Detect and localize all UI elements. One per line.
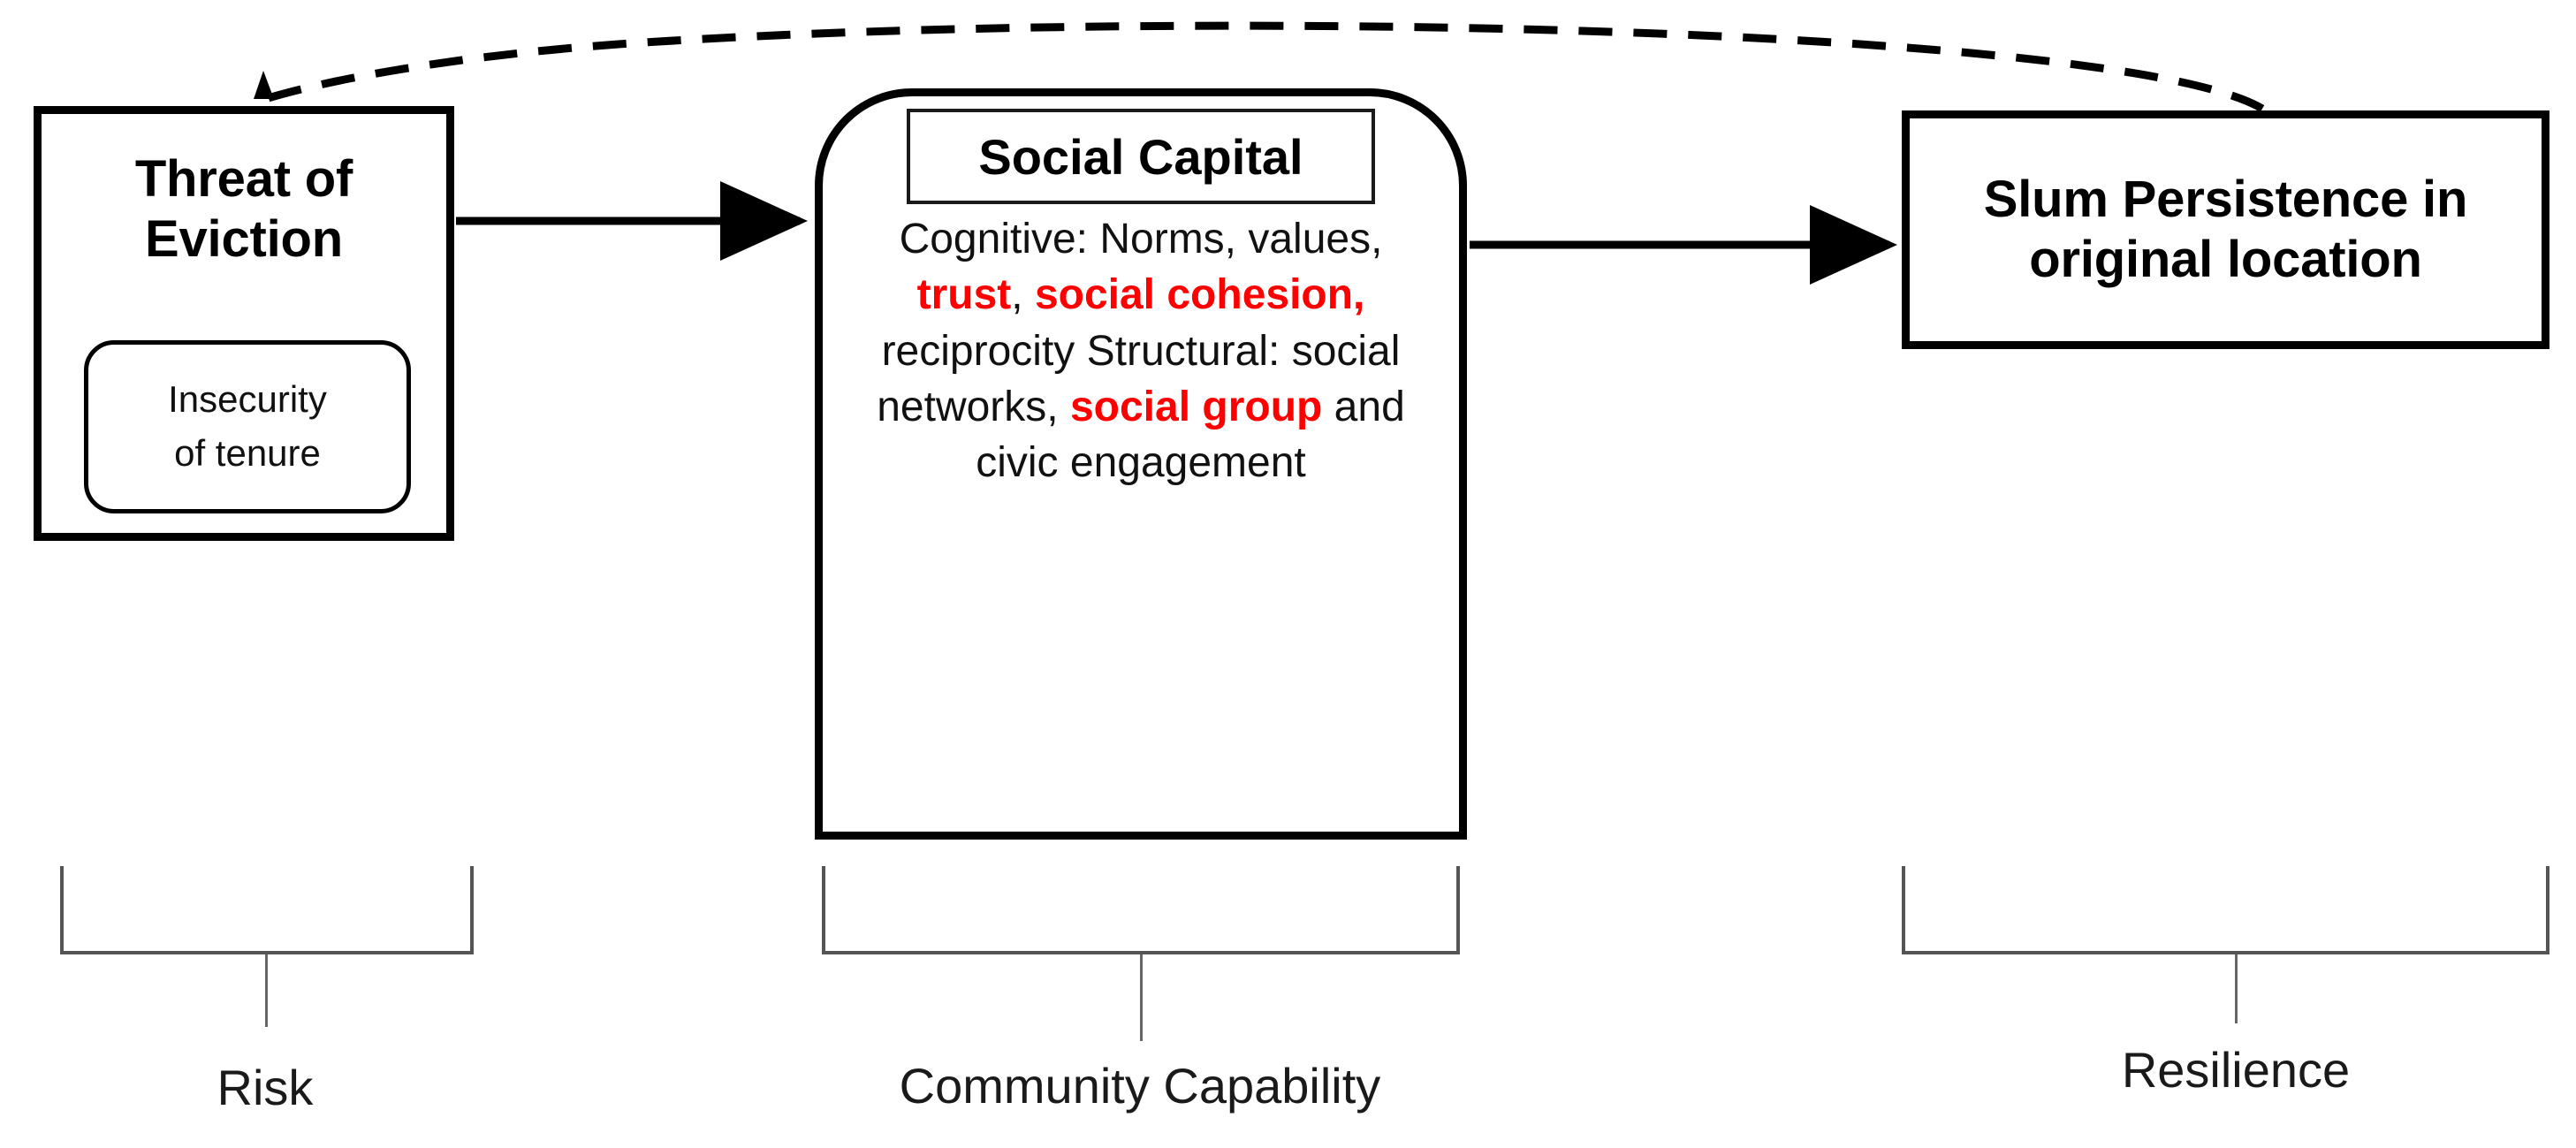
insecurity-line2: of tenure <box>174 432 321 474</box>
social-capital-body: Cognitive: Norms, values, trust, social … <box>849 211 1432 491</box>
sc-seg-2: , <box>1011 271 1035 319</box>
sc-seg-6: and civic engagement <box>976 384 1405 487</box>
sc-seg-0: Cognitive: Norms, values, <box>899 216 1383 262</box>
bracket-community-capability <box>822 866 1460 954</box>
bracket-risk <box>60 866 474 954</box>
bracket-label-community-capability: Community Capability <box>899 1058 1381 1114</box>
sc-seg-5-social-group: social group <box>1069 384 1323 431</box>
bracket-label-risk: Risk <box>217 1060 314 1115</box>
insecurity-line1: Insecurity <box>168 378 327 421</box>
sc-seg-3-social-cohesion: social cohesion, <box>1034 271 1365 319</box>
node-social-capital[interactable]: Social Capital Cognitive: Norms, values,… <box>815 88 1467 840</box>
node-threat-of-eviction[interactable]: Threat of Eviction Insecurity of tenure <box>34 106 454 541</box>
bracket-resilience <box>1902 866 2549 954</box>
bracket-stem-resilience <box>2235 954 2238 1023</box>
threat-title: Threat of Eviction <box>42 149 446 270</box>
slum-title: Slum Persistence in original location <box>1922 170 2528 291</box>
bracket-stem-risk <box>265 954 268 1027</box>
sc-seg-1-trust: trust <box>916 271 1012 319</box>
threat-title-line1: Threat of <box>134 150 353 208</box>
bracket-stem-community-capability <box>1140 954 1143 1041</box>
threat-title-line2: Eviction <box>145 210 343 269</box>
sc-seg-4: reciprocity Structural: social networks, <box>877 327 1401 431</box>
bracket-label-resilience: Resilience <box>2121 1042 2351 1098</box>
node-slum-persistence[interactable]: Slum Persistence in original location <box>1902 110 2549 349</box>
insecurity-text: Insecurity of tenure <box>168 373 327 481</box>
social-capital-header: Social Capital <box>907 109 1375 204</box>
social-capital-header-label: Social Capital <box>978 128 1303 185</box>
slum-title-line2: original location <box>2029 231 2422 288</box>
node-insecurity-of-tenure[interactable]: Insecurity of tenure <box>84 340 411 513</box>
slum-title-line1: Slum Persistence in <box>1983 170 2468 228</box>
